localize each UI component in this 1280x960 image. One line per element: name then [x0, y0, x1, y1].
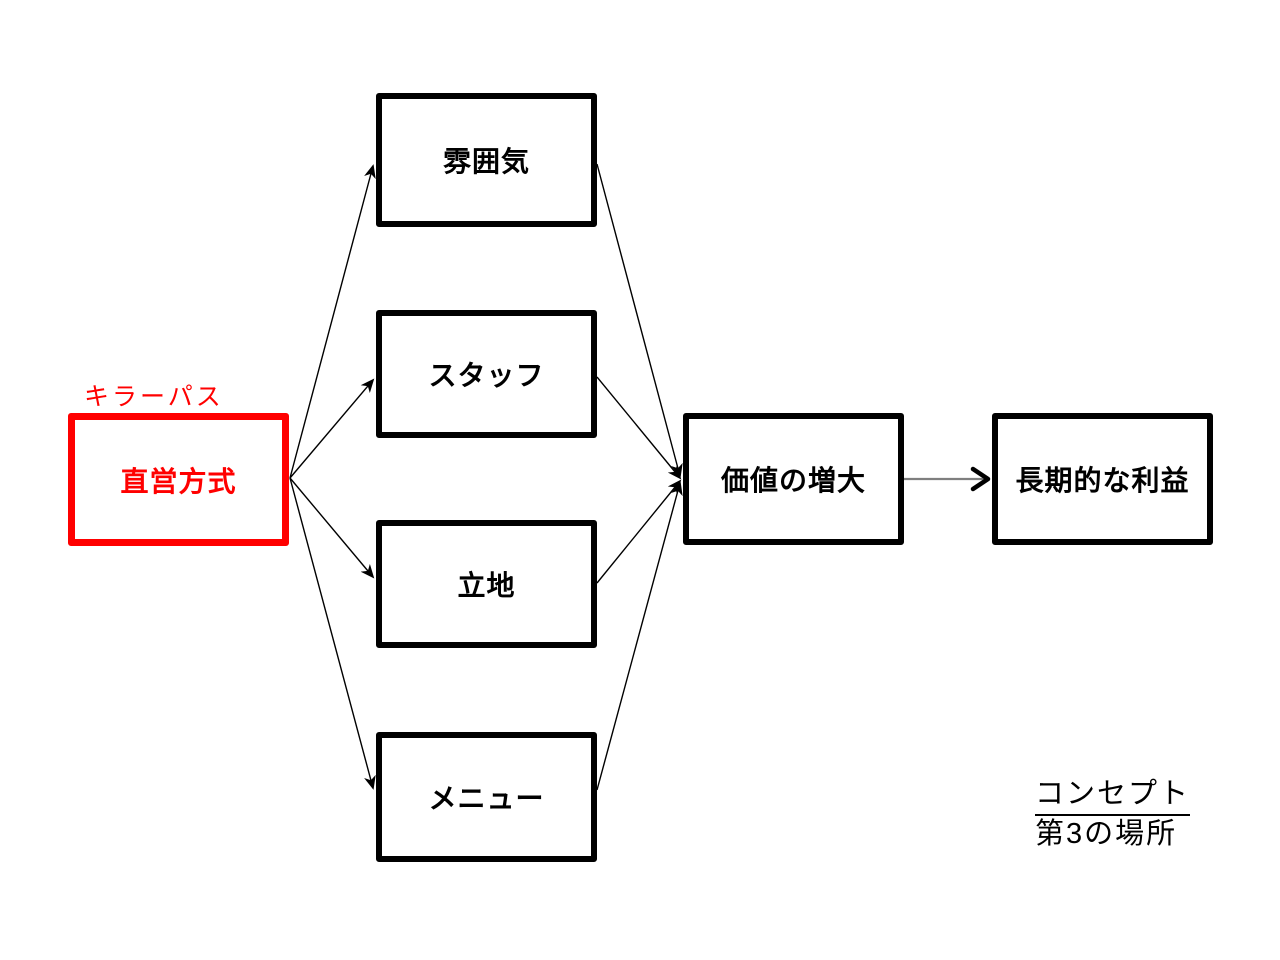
node-funiki[interactable]: 雰囲気 [376, 93, 597, 227]
arrowhead-kachi-to-chouki [970, 466, 991, 492]
node-label: 価値の増大 [720, 465, 866, 496]
node-label: メニュー [428, 783, 545, 814]
concept-footnote-line2: 第3の場所 [1035, 818, 1178, 851]
arrow-chokuei-to-staff [289, 378, 375, 479]
killer-pass-annotation: キラーパス [84, 383, 224, 411]
arrow-chokuei-to-funiki [289, 164, 376, 479]
node-label: 雰囲気 [442, 146, 530, 177]
node-kachi-no-zoudai[interactable]: 価値の増大 [683, 413, 904, 545]
arrow-funiki-to-kachi [596, 163, 683, 478]
arrow-richi-to-kachi [596, 479, 682, 584]
node-chokuei-houshiki[interactable]: 直営方式 [68, 413, 289, 546]
concept-footnote-line1: コンセプト [1035, 776, 1191, 817]
node-label: 直営方式 [120, 465, 237, 497]
node-ricchi[interactable]: 立地 [376, 520, 597, 648]
node-staff[interactable]: スタッフ [376, 310, 597, 438]
node-label: 長期的な利益 [1015, 465, 1190, 496]
node-choukiteki-na-rieki[interactable]: 長期的な利益 [992, 413, 1213, 545]
arrow-staff-to-kachi [596, 376, 682, 480]
node-label: 立地 [457, 570, 516, 601]
arrow-chokuei-to-richi [289, 477, 375, 579]
arrow-menu-to-kachi [596, 481, 683, 791]
arrow-chokuei-to-menu [289, 477, 376, 790]
node-menu[interactable]: メニュー [376, 732, 597, 862]
concept-footnote: コンセプト 第3の場所 [1035, 776, 1191, 853]
node-label: スタッフ [428, 360, 545, 391]
